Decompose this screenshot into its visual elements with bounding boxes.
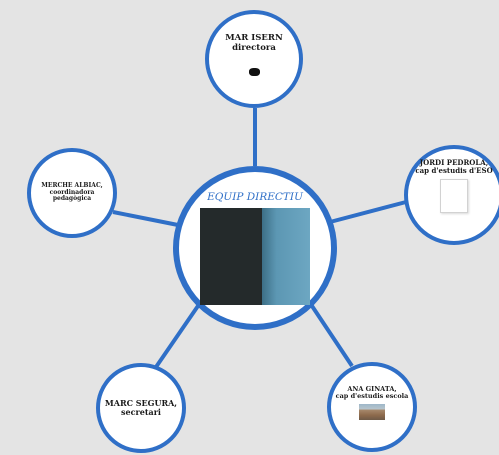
- node-name: MERCHE ALBIAC,: [41, 181, 103, 189]
- node-role: coordinadora: [49, 188, 95, 196]
- node-merche-albiac-text: MERCHE ALBIAC, coordinadora pedagògica: [41, 181, 103, 204]
- connector-left: [112, 210, 179, 227]
- node-jordi-pedrola[interactable]: JORDI PEDROLA, cap d'estudis d'ESO: [404, 145, 499, 245]
- school-building-photo: [359, 404, 385, 421]
- connector-bottom-left: [154, 301, 202, 369]
- node-mar-isern[interactable]: MAR ISERN directora: [205, 10, 303, 108]
- node-name: ANA GINATA,: [347, 384, 397, 393]
- center-photo: [200, 208, 310, 305]
- paper-image: [440, 179, 468, 214]
- photo-dark-panel: [200, 208, 262, 305]
- node-name: MARC SEGURA,: [104, 397, 178, 408]
- node-name: MAR ISERN: [225, 33, 283, 44]
- node-role: cap d'estudis escola: [335, 392, 409, 400]
- node-ana-ginata[interactable]: ANA GINATA, cap d'estudis escola: [327, 362, 417, 452]
- node-merche-albiac[interactable]: MERCHE ALBIAC, coordinadora pedagògica: [27, 148, 117, 238]
- node-marc-segura[interactable]: MARC SEGURA, secretari: [96, 363, 186, 453]
- node-equip-directiu[interactable]: EQUIP DIRECTIU: [173, 166, 337, 330]
- node-role: directora: [232, 43, 276, 53]
- node-mar-isern-text: MAR ISERN directora: [225, 33, 283, 54]
- node-ana-ginata-text: ANA GINATA, cap d'estudis escola: [335, 384, 409, 401]
- dark-blob-image: [248, 67, 260, 76]
- node-role: secretari: [121, 407, 161, 417]
- center-title: EQUIP DIRECTIU: [207, 191, 303, 203]
- node-role: pedagògica: [52, 195, 92, 203]
- node-marc-segura-text: MARC SEGURA, secretari: [104, 397, 178, 417]
- node-role: cap d'estudis d'ESO: [415, 166, 493, 175]
- photo-blue-panel: [262, 208, 310, 305]
- node-jordi-pedrola-text: JORDI PEDROLA, cap d'estudis d'ESO: [415, 157, 493, 175]
- connector-right: [329, 200, 407, 224]
- connector-bottom-right: [310, 304, 354, 368]
- node-name: JORDI PEDROLA,: [419, 157, 489, 167]
